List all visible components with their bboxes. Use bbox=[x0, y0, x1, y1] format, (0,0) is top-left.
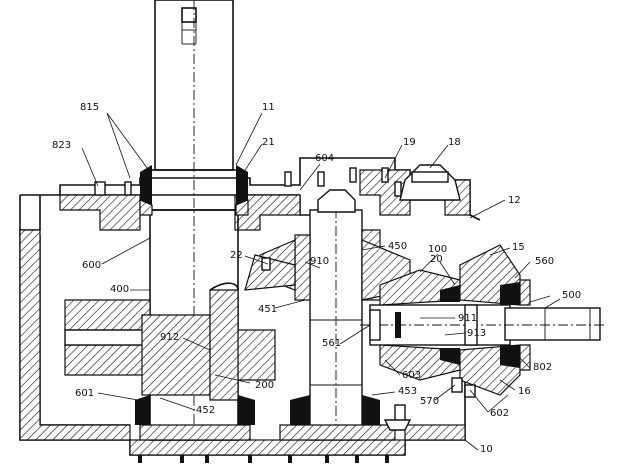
callout-500: 500 bbox=[562, 290, 581, 301]
bull-gear bbox=[64, 282, 276, 401]
callout-603: 603 bbox=[402, 370, 421, 381]
callout-12: 12 bbox=[508, 195, 521, 206]
callout-910: 910 bbox=[310, 256, 329, 267]
callout-18: 18 bbox=[448, 137, 461, 148]
callout-602: 602 bbox=[490, 408, 509, 419]
callout-823: 823 bbox=[52, 140, 71, 151]
callout-451: 451 bbox=[258, 304, 277, 315]
callout-400: 400 bbox=[110, 284, 129, 295]
callout-20: 20 bbox=[430, 254, 443, 265]
callout-912: 912 bbox=[160, 332, 179, 343]
callout-22: 22 bbox=[230, 250, 243, 261]
callout-570: 570 bbox=[420, 396, 439, 407]
callout-802: 802 bbox=[533, 362, 552, 373]
input-pinion-shaft bbox=[360, 244, 605, 398]
callout-604: 604 bbox=[315, 153, 334, 164]
callout-600: 600 bbox=[82, 260, 101, 271]
callout-560: 560 bbox=[535, 256, 554, 267]
callout-911: 911 bbox=[458, 313, 477, 324]
base-bolts bbox=[138, 455, 389, 463]
drain-plug bbox=[383, 404, 412, 431]
callout-450: 450 bbox=[388, 241, 407, 252]
callout-15: 15 bbox=[512, 242, 525, 253]
callout-11: 11 bbox=[262, 102, 275, 113]
callout-453: 453 bbox=[398, 386, 417, 397]
callout-913: 913 bbox=[467, 328, 486, 339]
callout-16: 16 bbox=[518, 386, 531, 397]
bevel-gear-22 bbox=[244, 254, 296, 291]
gearbox-housing bbox=[19, 157, 481, 463]
leader-lines bbox=[81, 112, 561, 451]
callout-200: 200 bbox=[255, 380, 274, 391]
callout-10: 10 bbox=[480, 444, 493, 455]
callout-100: 100 bbox=[428, 244, 447, 255]
callout-601: 601 bbox=[75, 388, 94, 399]
callout-19: 19 bbox=[403, 137, 416, 148]
callout-21: 21 bbox=[262, 137, 275, 148]
callout-561: 561 bbox=[322, 338, 341, 349]
callout-452: 452 bbox=[196, 405, 215, 416]
callout-815: 815 bbox=[80, 102, 99, 113]
callout-labels: 815 11 823 21 604 19 18 12 600 450 22 10… bbox=[52, 102, 581, 455]
